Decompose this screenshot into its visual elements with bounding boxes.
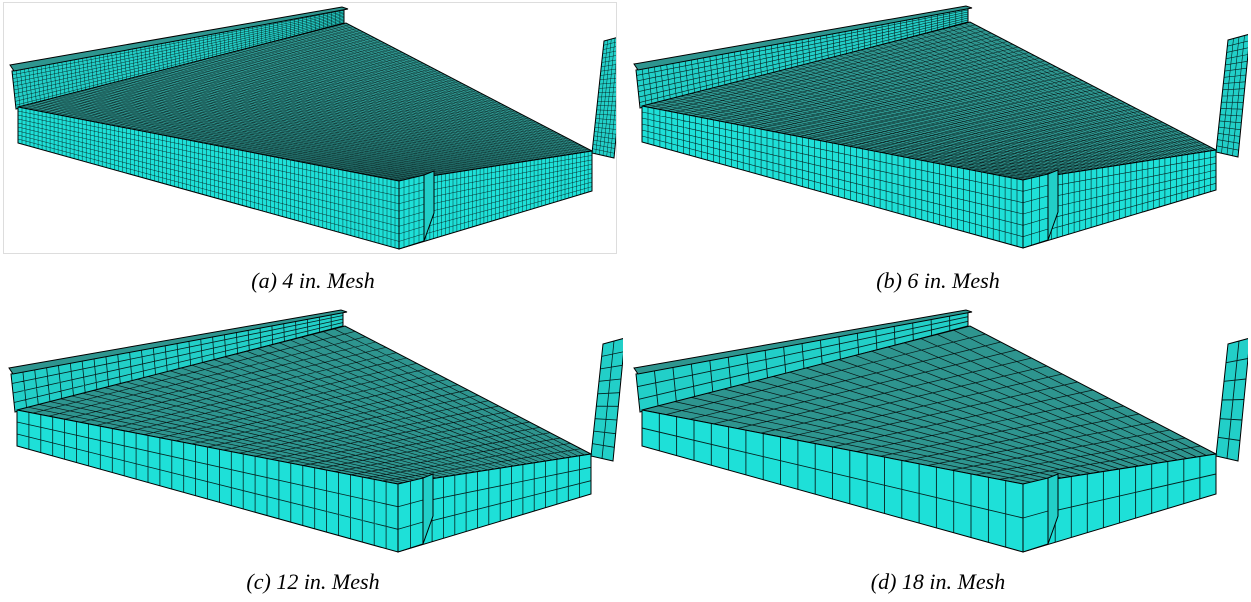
- barrier-end-block: [398, 174, 425, 250]
- deck-front-mesh: [641, 107, 1024, 247]
- barrier-end-slope: [1047, 169, 1059, 241]
- mesh-figure-panel-d: [628, 306, 1248, 561]
- barrier-end-slope: [1047, 473, 1059, 545]
- mesh-figure-panel-c: [3, 306, 623, 561]
- mesh-svg-d: [633, 309, 1248, 553]
- deck-top-mesh: [27, 328, 585, 484]
- caption-b: (b) 6 in. Mesh: [876, 268, 1000, 293]
- barrier-end-block-mesh: [1022, 510, 1049, 519]
- right-barrier-mesh: [592, 340, 623, 459]
- back-barrier-top: [9, 6, 349, 72]
- deck-front-mesh: [641, 413, 1024, 548]
- barrier-end-slope: [423, 170, 435, 242]
- back-barrier-top: [633, 5, 973, 71]
- caption-a: (a) 4 in. Mesh: [251, 268, 375, 293]
- mesh-svg-b: [633, 5, 1248, 249]
- right-barrier-mesh: [1217, 340, 1248, 459]
- deck-front-mesh: [16, 412, 399, 549]
- mesh-svg-c: [8, 309, 623, 553]
- back-barrier-mesh: [12, 9, 345, 108]
- caption-c: (c) 12 in. Mesh: [246, 569, 380, 594]
- barrier-end-block-mesh: [1022, 176, 1049, 246]
- mesh-figure-panel-a: [3, 2, 617, 254]
- mesh-figure-panel-b: [628, 2, 1248, 252]
- barrier-end-slope: [422, 473, 434, 545]
- back-barrier-mesh: [11, 314, 344, 409]
- right-barrier-face: [591, 37, 616, 159]
- deck-front-mesh: [17, 107, 400, 248]
- barrier-end-block-mesh: [398, 176, 425, 248]
- barrier-end-block: [1022, 477, 1049, 553]
- mesh-svg-a: [9, 6, 616, 250]
- barrier-end-block-mesh: [397, 481, 424, 548]
- back-barrier-top: [8, 309, 348, 375]
- back-barrier-mesh: [636, 9, 969, 107]
- right-barrier-mesh: [1216, 35, 1248, 156]
- barrier-end-block: [1022, 173, 1049, 249]
- deck-top-mesh: [647, 23, 1213, 180]
- right-barrier-mesh: [592, 37, 616, 158]
- back-barrier-mesh: [637, 315, 969, 408]
- back-barrier-top: [633, 309, 973, 375]
- right-barrier-face: [590, 338, 623, 462]
- deck-top-mesh: [658, 329, 1207, 483]
- deck-top-mesh: [21, 23, 590, 181]
- caption-d: (d) 18 in. Mesh: [870, 569, 1006, 594]
